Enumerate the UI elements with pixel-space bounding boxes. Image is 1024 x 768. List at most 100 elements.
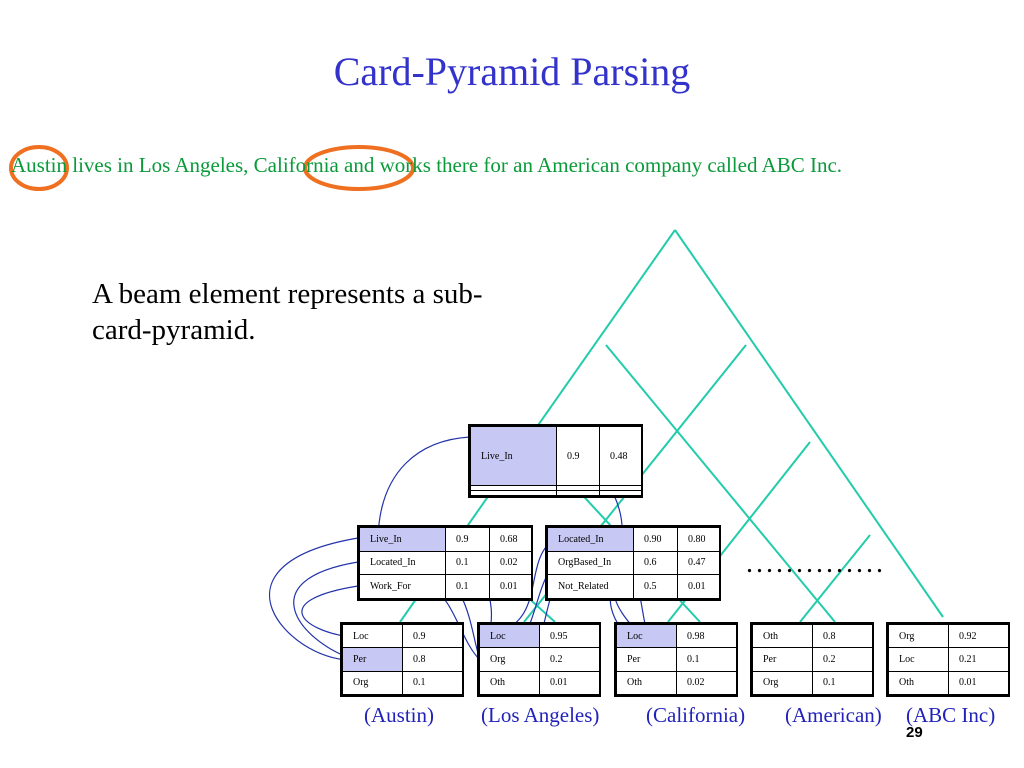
table-cell: Per [616, 647, 677, 672]
table-cell: Org [888, 623, 949, 649]
description-text: A beam element represents a sub-card-pyr… [92, 278, 483, 346]
table-row: Per 0.1 [616, 647, 737, 672]
table-cell: 0.5 [633, 574, 678, 599]
table-cell: Loc [616, 623, 677, 649]
table-cell: 0.47 [677, 550, 720, 576]
table-cell: 0.48 [599, 425, 642, 487]
table-cell: 0.21 [948, 647, 1009, 672]
table-cell: Loc [479, 623, 540, 649]
table-cell: Located_In [547, 527, 634, 552]
table-cell: Located_In [359, 550, 446, 576]
table-row: Loc 0.98 [616, 623, 737, 649]
table-cell: 0.02 [489, 550, 532, 576]
table-row: Org 0.1 [752, 670, 873, 696]
table-row: Live_In 0.9 0.48 [470, 425, 642, 487]
table-row: Work_For 0.1 0.01 [359, 574, 532, 599]
caption-austin: (Austin) [364, 703, 434, 727]
table-cell: 0.98 [676, 623, 737, 649]
table-cell: Work_For [359, 574, 446, 599]
table-cell: OrgBased_In [547, 550, 634, 576]
table-cell: Not_Related [547, 574, 634, 599]
table-cell: 0.9 [445, 527, 490, 552]
table-cell [599, 490, 642, 496]
table-california: Loc 0.98 Per 0.1 Oth 0.02 [614, 622, 738, 697]
ellipsis: .............. [746, 548, 886, 579]
table-row: Live_In 0.9 0.68 [359, 527, 532, 552]
table-row: Oth 0.01 [479, 670, 600, 696]
table-row: OrgBased_In 0.6 0.47 [547, 550, 720, 576]
table-american: Oth 0.8 Per 0.2 Org 0.1 [750, 622, 874, 697]
table-row: Located_In 0.90 0.80 [547, 527, 720, 552]
table-cell: Loc [888, 647, 949, 672]
table-cell: 0.02 [676, 670, 737, 696]
table-cell: 0.01 [948, 670, 1009, 696]
table-mid-right: Located_In 0.90 0.80 OrgBased_In 0.6 0.4… [545, 525, 721, 601]
table-cell: 0.90 [633, 527, 678, 552]
table-cell: 0.1 [402, 670, 463, 696]
table-row: Loc 0.21 [888, 647, 1009, 672]
table-cell: 0.01 [677, 574, 720, 599]
example-sentence: Austin lives in Los Angeles, California … [11, 153, 843, 177]
table-row: Org 0.2 [479, 647, 600, 672]
table-row [470, 490, 642, 496]
table-cell: Loc [342, 623, 403, 649]
link-midleft-austin-1 [268, 537, 359, 661]
table-cell: Oth [616, 670, 677, 696]
table-cell: 0.1 [812, 670, 873, 696]
link-midleft-austin-2 [293, 561, 359, 659]
table-cell: Live_In [359, 527, 446, 552]
table-cell: 0.68 [489, 527, 532, 552]
slide-title: Card-Pyramid Parsing [333, 49, 691, 94]
table-cell: 0.80 [677, 527, 720, 552]
table-row: Oth 0.8 [752, 623, 873, 649]
table-cell [556, 490, 600, 496]
table-cell: Oth [752, 623, 813, 649]
table-cell: 0.01 [489, 574, 532, 599]
table-austin: Loc 0.9 Per 0.8 Org 0.1 [340, 622, 464, 697]
table-cell: Live_In [470, 425, 557, 487]
table-top: Live_In 0.9 0.48 [468, 424, 643, 498]
caption-abc: (ABC Inc) [906, 703, 996, 727]
table-los-angeles: Loc 0.95 Org 0.2 Oth 0.01 [477, 622, 601, 697]
page-number: 29 [906, 724, 923, 741]
table-cell: 0.2 [812, 647, 873, 672]
caption-american: (American) [785, 703, 882, 727]
table-cell: 0.1 [445, 574, 490, 599]
table-cell: 0.9 [402, 623, 463, 649]
table-cell: 0.92 [948, 623, 1009, 649]
table-cell: Oth [479, 670, 540, 696]
table-cell: 0.01 [539, 670, 600, 696]
table-row: Loc 0.95 [479, 623, 600, 649]
table-row: Not_Related 0.5 0.01 [547, 574, 720, 599]
caption-los-angeles: (Los Angeles) [481, 703, 600, 727]
table-row: Oth 0.01 [888, 670, 1009, 696]
table-cell: Oth [888, 670, 949, 696]
circle-california [303, 145, 415, 191]
table-row: Per 0.8 [342, 647, 463, 672]
circle-austin [9, 145, 69, 191]
table-cell: Org [479, 647, 540, 672]
table-cell: 0.1 [445, 550, 490, 576]
table-cell [470, 490, 557, 496]
table-row: Org 0.92 [888, 623, 1009, 649]
table-cell: Org [752, 670, 813, 696]
table-abc: Org 0.92 Loc 0.21 Oth 0.01 [886, 622, 1010, 697]
table-row: Oth 0.02 [616, 670, 737, 696]
table-cell: 0.8 [402, 647, 463, 672]
table-cell: 0.95 [539, 623, 600, 649]
link-top-midleft [377, 436, 471, 539]
caption-california: (California) [646, 703, 746, 727]
table-row: Loc 0.9 [342, 623, 463, 649]
table-cell: 0.1 [676, 647, 737, 672]
table-row: Org 0.1 [342, 670, 463, 696]
table-cell: Per [752, 647, 813, 672]
table-row: Per 0.2 [752, 647, 873, 672]
table-cell: Per [342, 647, 403, 672]
table-cell: 0.2 [539, 647, 600, 672]
table-row: Located_In 0.1 0.02 [359, 550, 532, 576]
link-midleft-austin-3 [301, 585, 359, 638]
table-cell: 0.8 [812, 623, 873, 649]
table-cell: 0.6 [633, 550, 678, 576]
table-cell: 0.9 [556, 425, 600, 487]
